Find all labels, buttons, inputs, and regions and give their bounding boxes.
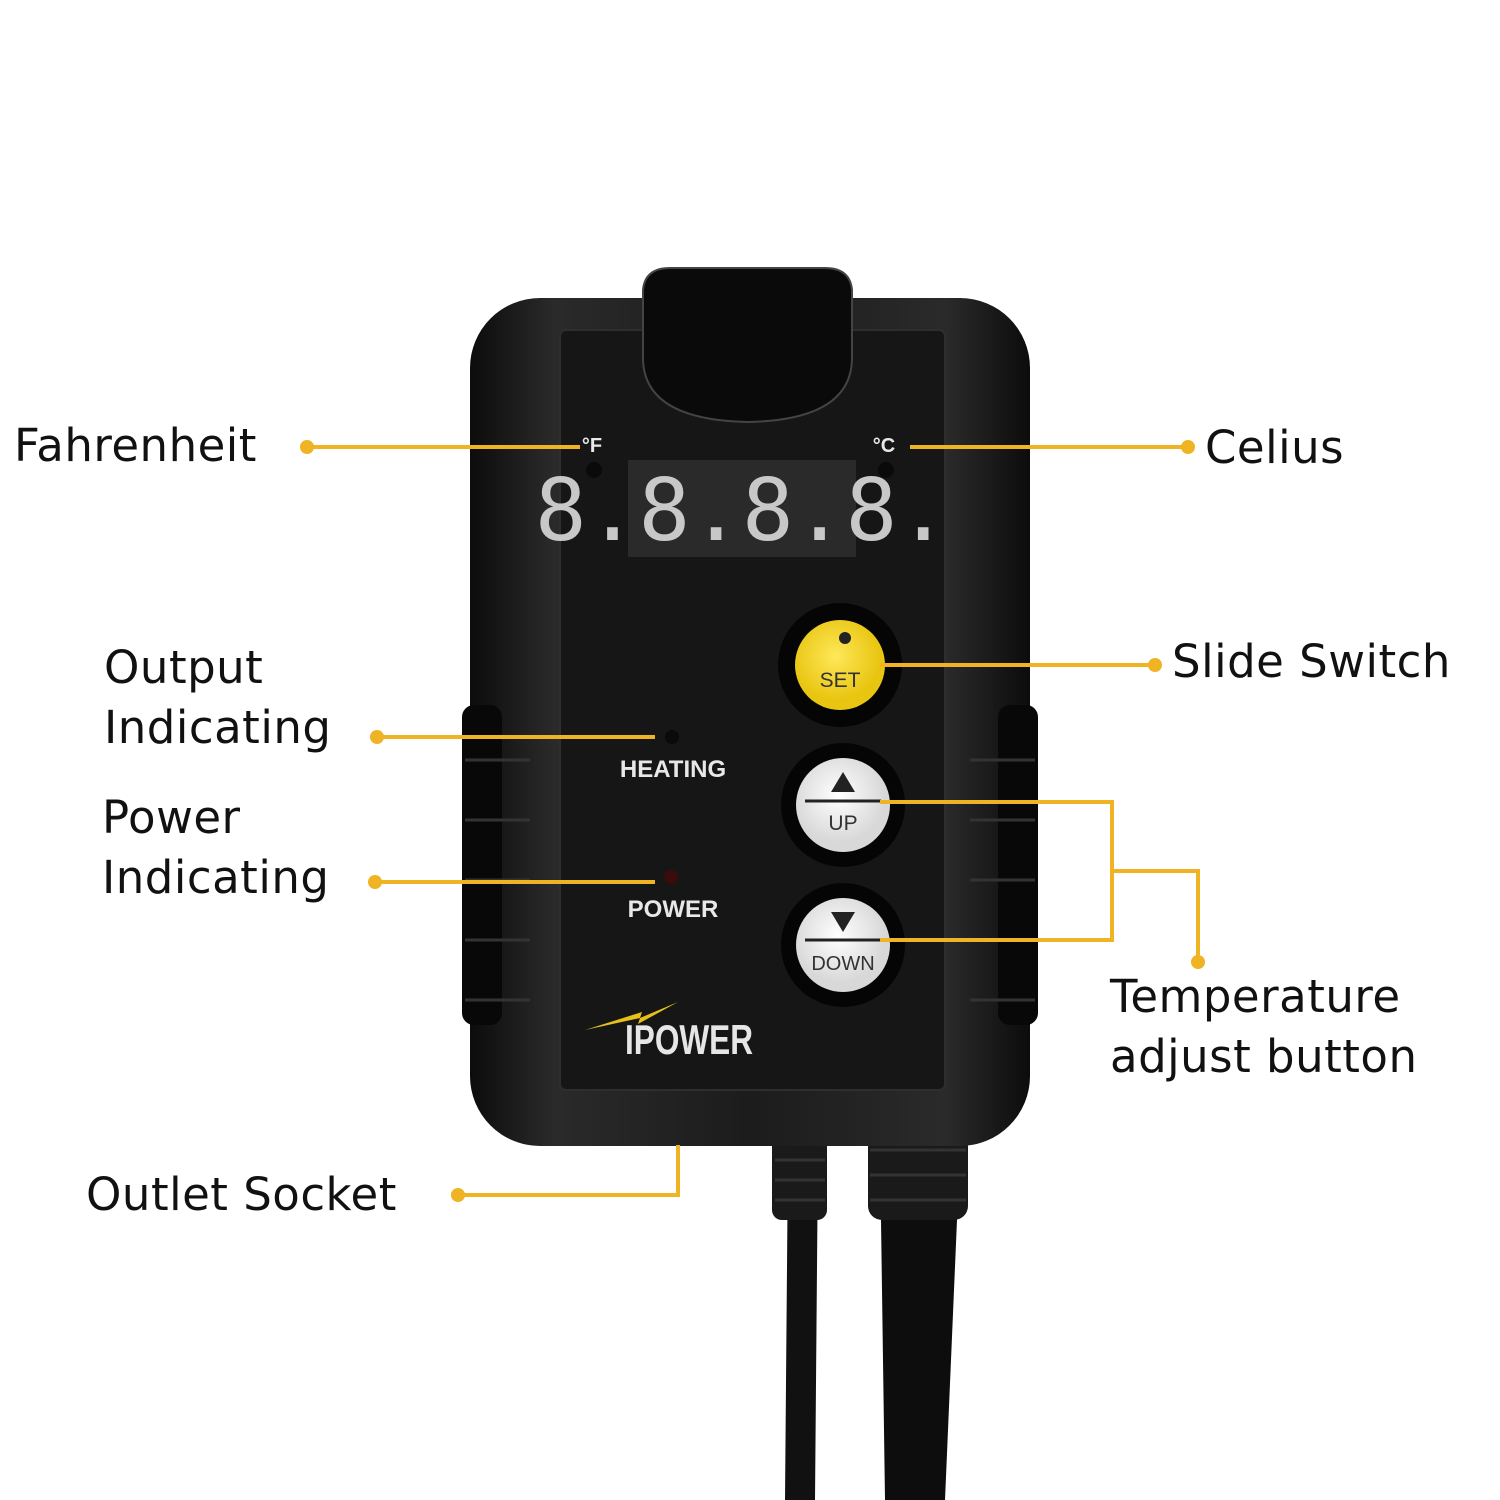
down-button[interactable]: DOWN: [781, 883, 905, 1007]
fahrenheit-unit-label: °F: [582, 435, 602, 457]
ipower-logo: IPOWER: [585, 1002, 753, 1063]
set-button[interactable]: SET: [778, 603, 902, 727]
up-button[interactable]: UP: [781, 743, 905, 867]
callout-dots: [300, 440, 1205, 1202]
side-grips: [462, 705, 1038, 1025]
callout-temp-line2: adjust button: [1110, 1030, 1418, 1083]
callout-outlet-socket: Outlet Socket: [86, 1168, 397, 1221]
up-label: UP: [828, 812, 857, 835]
callout-output-line2: Indicating: [104, 701, 332, 754]
callout-output-line1: Output: [104, 641, 264, 694]
power-led: [664, 870, 678, 884]
power-label: POWER: [628, 896, 719, 923]
led-display: [628, 460, 856, 557]
heating-label: HEATING: [620, 756, 726, 783]
callout-power-line2: Indicating: [102, 851, 330, 904]
display-digits: 8.8.8.8.: [535, 461, 949, 561]
callout-power-line1: Power: [102, 791, 241, 844]
power-cables: [772, 1110, 968, 1500]
celsius-unit-label: °C: [873, 435, 895, 457]
down-arrow-icon: [831, 912, 855, 932]
callout-celsius: Celius: [1205, 421, 1345, 474]
set-label: SET: [820, 669, 861, 692]
fahrenheit-led: [586, 462, 602, 478]
top-cap: [642, 267, 853, 424]
heating-led: [665, 730, 679, 744]
celsius-led: [878, 462, 894, 478]
svg-text:IPOWER: IPOWER: [625, 1016, 753, 1063]
callout-slide-switch: Slide Switch: [1172, 635, 1451, 688]
down-label: DOWN: [811, 953, 874, 975]
callout-lines: [307, 445, 1200, 1197]
up-arrow-icon: [831, 772, 855, 792]
callout-fahrenheit: Fahrenheit: [14, 419, 257, 472]
callout-temp-line1: Temperature: [1110, 970, 1401, 1023]
lightning-bolt-icon: [585, 1002, 678, 1030]
